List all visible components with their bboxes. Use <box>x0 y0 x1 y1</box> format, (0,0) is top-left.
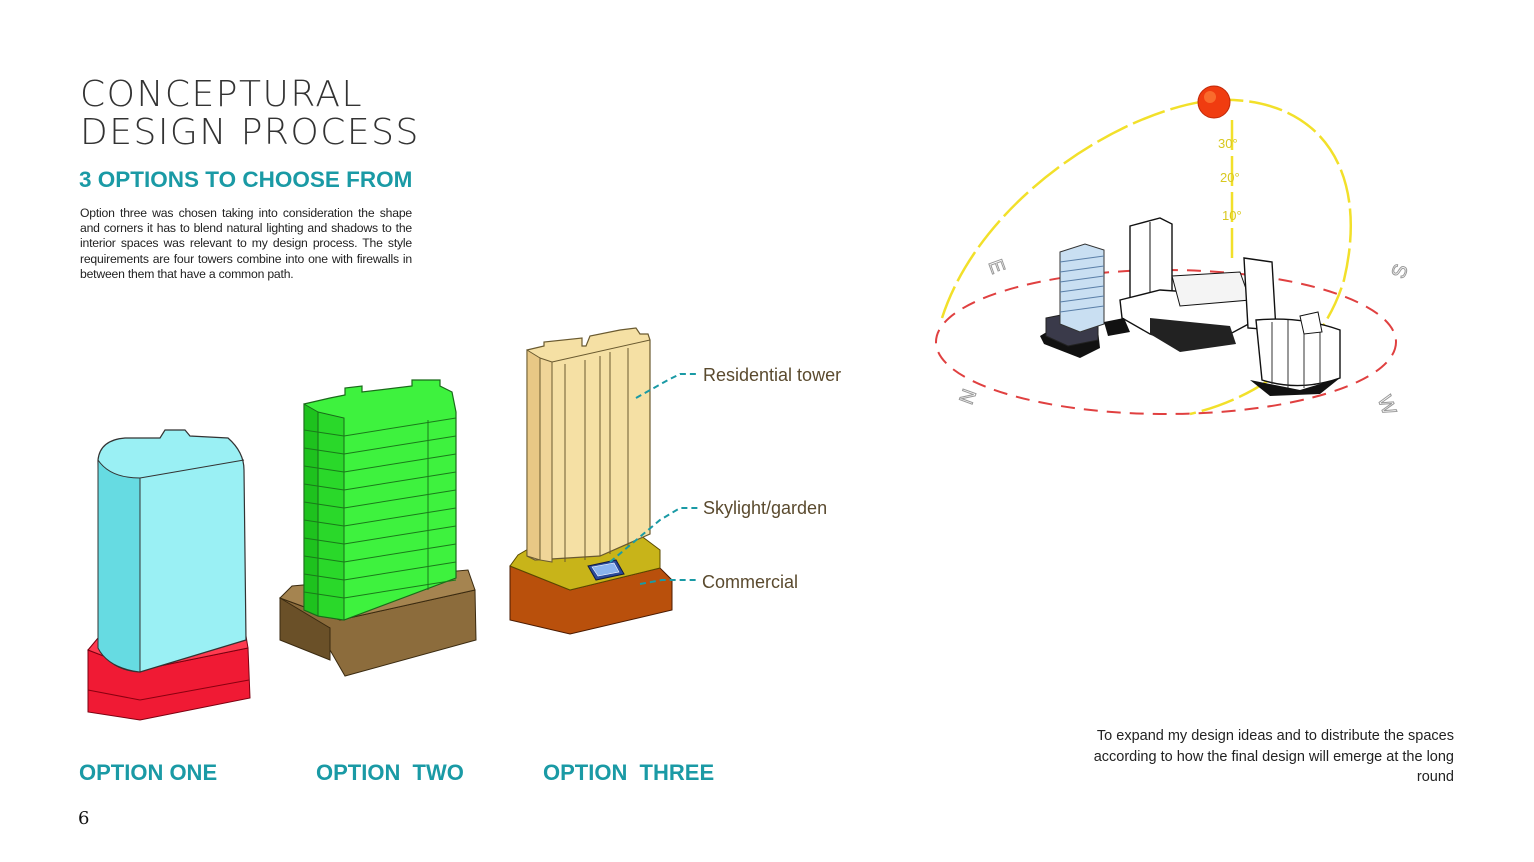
description-paragraph: Option three was chosen taking into cons… <box>80 206 412 281</box>
option-one-model <box>87 429 251 721</box>
option-three-model <box>509 327 673 635</box>
angle-label-10: 10° <box>1222 208 1242 223</box>
sun-path-diagram: 30° 20° 10° E S N W <box>935 85 1413 419</box>
callout-skylight-garden: Skylight/garden <box>703 498 828 518</box>
title-line-2: DESIGN PROCESS <box>80 112 420 153</box>
angle-label-30: 30° <box>1218 136 1238 151</box>
compass-label-e: E <box>984 257 1009 277</box>
page-number: 6 <box>78 808 90 829</box>
callout-commercial: Commercial <box>702 572 799 592</box>
callout-residential-tower: Residential tower <box>703 365 842 385</box>
compass-label-s: S <box>1388 261 1413 281</box>
option-two-model <box>279 379 477 677</box>
design-note: To expand my design ideas and to distrib… <box>1093 728 1454 785</box>
title-line-1: CONCEPTURAL <box>80 74 364 115</box>
callout-leaders <box>609 373 698 585</box>
page-title: CONCEPTURAL DESIGN PROCESS <box>80 76 420 152</box>
option-one-label: OPTION ONE <box>79 760 218 785</box>
compass-label-n: N <box>956 386 982 407</box>
compass-label-w: W <box>1373 393 1400 418</box>
option-three-label: OPTION THREE <box>543 760 715 785</box>
section-subtitle: 3 OPTIONS TO CHOOSE FROM <box>79 167 413 192</box>
angle-label-20: 20° <box>1220 170 1240 185</box>
option-two-label: OPTION TWO <box>316 760 464 785</box>
